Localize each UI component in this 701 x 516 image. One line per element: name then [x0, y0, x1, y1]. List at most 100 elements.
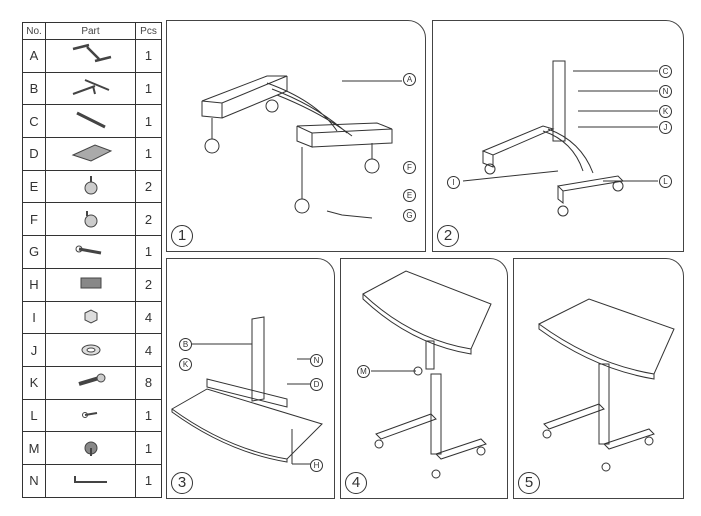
caster-icon	[84, 210, 97, 228]
part-image	[45, 137, 136, 171]
step-number-2: 2	[437, 225, 459, 247]
parts-table-row: B 1	[22, 71, 162, 106]
washer-icon	[81, 344, 100, 356]
header-part: Part	[45, 22, 136, 40]
step-1-panel: A F E G 1	[166, 20, 426, 252]
part-quantity: 1	[135, 235, 162, 269]
parts-table-row: D 1	[22, 137, 162, 171]
parts-table-row: N 1	[22, 463, 162, 498]
part-quantity: 1	[135, 463, 162, 498]
callout-e: E	[403, 189, 416, 202]
step-number-5: 5	[518, 472, 540, 494]
screw-icon	[77, 373, 105, 387]
parts-table-row: I 4	[22, 300, 162, 335]
column-icon	[75, 111, 106, 129]
part-quantity: 4	[135, 333, 162, 367]
callout-a: A	[403, 73, 416, 86]
part-quantity: 4	[135, 300, 162, 335]
parts-table-row: A 1	[22, 39, 162, 73]
part-image	[45, 202, 136, 237]
part-image	[45, 267, 136, 302]
knob-icon	[84, 441, 97, 456]
part-letter: C	[22, 104, 46, 139]
part-image	[45, 71, 136, 106]
parts-table-row: E 2	[22, 169, 162, 204]
part-quantity: 1	[135, 39, 162, 73]
part-letter: N	[22, 463, 46, 498]
small-wrench-icon	[81, 411, 97, 418]
part-image	[45, 169, 136, 204]
base-frame-icon	[72, 44, 111, 63]
locking-caster-icon	[84, 176, 97, 195]
part-image	[45, 431, 136, 465]
part-letter: D	[22, 137, 46, 171]
part-quantity: 1	[135, 431, 162, 465]
part-quantity: 1	[135, 137, 162, 171]
step-3-panel: B K N D H 3	[166, 258, 335, 499]
callout-g: G	[403, 209, 416, 222]
callout-j: J	[659, 121, 672, 134]
parts-table-row: J 4	[22, 333, 162, 367]
part-quantity: 8	[135, 365, 162, 400]
parts-table-row: G 1	[22, 235, 162, 269]
header-pcs: Pcs	[135, 22, 162, 40]
part-image	[45, 104, 136, 139]
completed-cart-drawing	[538, 298, 675, 472]
tabletop-bracket-drawing	[171, 316, 323, 465]
part-image	[45, 300, 136, 335]
part-letter: J	[22, 333, 46, 367]
callout-h: H	[310, 459, 323, 472]
part-image	[45, 463, 136, 498]
parts-table-row: L 1	[22, 398, 162, 433]
part-letter: G	[22, 235, 46, 269]
parts-table-row: K 8	[22, 365, 162, 400]
step-2-panel: C N K J I L 2	[432, 20, 684, 252]
parts-table-row: F 2	[22, 202, 162, 237]
callout-k: K	[179, 358, 192, 371]
callout-b: B	[179, 338, 192, 351]
callout-n: N	[310, 354, 323, 367]
callout-i: I	[447, 176, 460, 189]
parts-table-row: M 1	[22, 431, 162, 465]
attach-tabletop-drawing	[362, 270, 492, 479]
callout-l: L	[659, 175, 672, 188]
callout-k: K	[659, 105, 672, 118]
part-letter: M	[22, 431, 46, 465]
base-caster-assembly-drawing	[201, 75, 402, 219]
parts-table-row: H 2	[22, 267, 162, 302]
part-quantity: 2	[135, 267, 162, 302]
callout-d: D	[310, 378, 323, 391]
part-letter: A	[22, 39, 46, 73]
part-quantity: 1	[135, 71, 162, 106]
callout-n: N	[659, 85, 672, 98]
part-image	[45, 39, 136, 73]
part-letter: I	[22, 300, 46, 335]
allen-key-icon	[73, 476, 107, 484]
step-number-1: 1	[171, 225, 193, 247]
part-image	[45, 333, 136, 367]
part-image	[45, 235, 136, 269]
wrench-icon	[75, 245, 101, 255]
part-letter: L	[22, 398, 46, 433]
nut-icon	[84, 309, 97, 324]
parts-table-row: C 1	[22, 104, 162, 139]
top-frame-icon	[72, 79, 109, 95]
part-quantity: 2	[135, 202, 162, 237]
callout-c: C	[659, 65, 672, 78]
step-number-3: 3	[171, 472, 193, 494]
callout-m: M	[357, 365, 370, 378]
part-letter: H	[22, 267, 46, 302]
parts-table-header: No. Part Pcs	[22, 22, 162, 40]
step-4-panel: M 4	[340, 258, 508, 499]
bracket-icon	[80, 277, 101, 289]
step-number-4: 4	[345, 472, 367, 494]
part-quantity: 1	[135, 104, 162, 139]
tabletop-icon	[71, 144, 112, 162]
part-letter: K	[22, 365, 46, 400]
column-attachment-drawing	[462, 60, 658, 217]
step-5-panel: 5	[513, 258, 684, 499]
part-quantity: 2	[135, 169, 162, 204]
callout-f: F	[403, 161, 416, 174]
